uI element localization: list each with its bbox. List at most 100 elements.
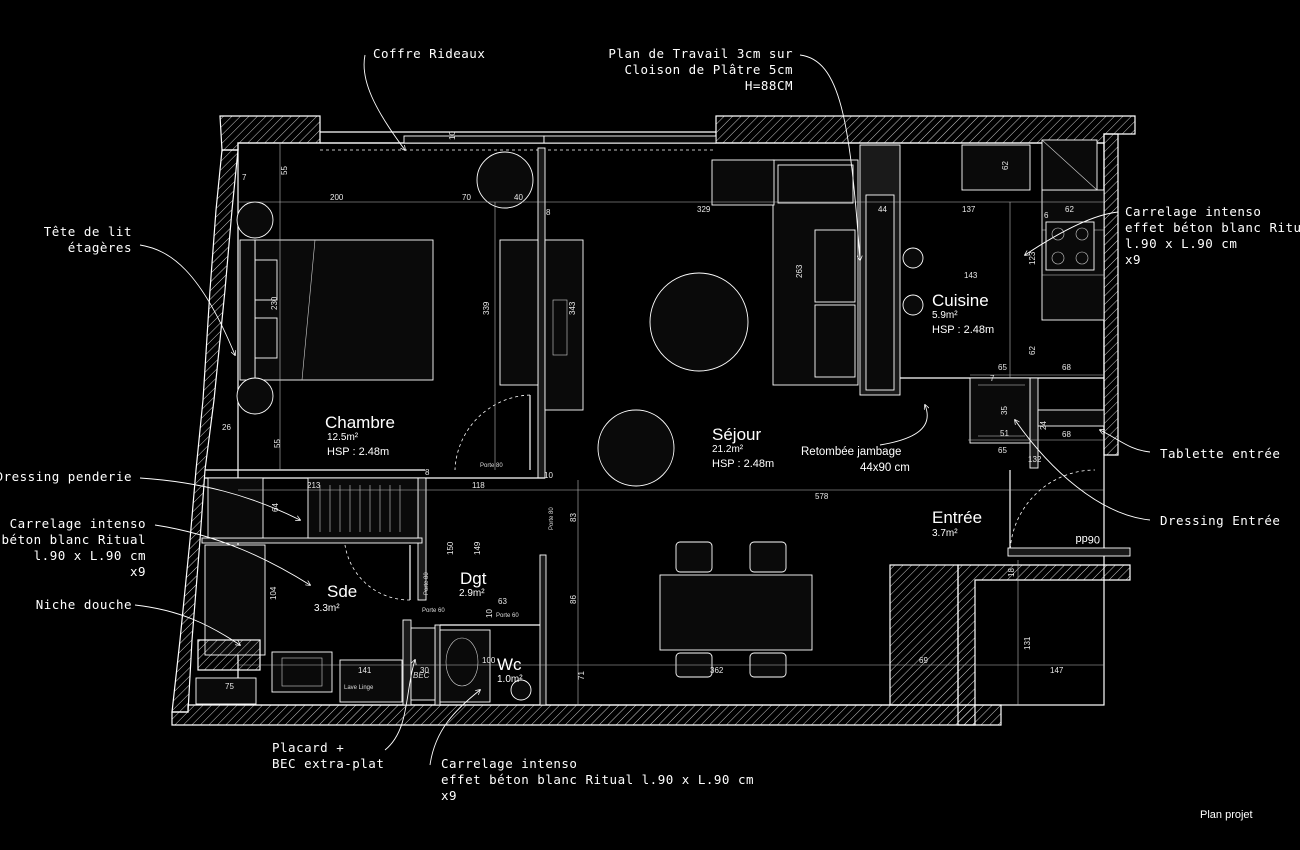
dim-40: 40	[514, 193, 523, 202]
dim-362: 362	[710, 666, 724, 675]
dimension-labels: 200 70 40 8 329 44 137 62 6 7 10 55 230 …	[222, 131, 1074, 691]
dim-100: 100	[482, 656, 496, 665]
annotation-carrelage-cuisine-2: effet béton blanc Ritual	[1125, 220, 1300, 235]
room-chambre-name: Chambre	[325, 413, 395, 432]
annotation-carrelage-sde-4: x9	[130, 564, 146, 579]
dim-10b: 10	[544, 471, 553, 480]
room-chambre-area: 12.5m²	[327, 432, 359, 443]
dim-329: 329	[697, 205, 711, 214]
dim-69: 69	[919, 656, 928, 665]
door-label-sde: Porte 80	[424, 572, 430, 595]
dim-10c: 10	[485, 609, 494, 618]
annotation-tablette-entree: Tablette entrée	[1160, 446, 1280, 461]
annotation-retombee-2: 44x90 cm	[860, 462, 910, 474]
dim-143: 143	[964, 271, 978, 280]
room-sejour-area: 21.2m²	[712, 444, 744, 455]
dim-7b: 7	[990, 374, 995, 383]
annotation-niche-douche: Niche douche	[36, 597, 132, 612]
annotation-dressing-entree: Dressing Entrée	[1160, 513, 1280, 528]
room-sde-name: Sde	[327, 582, 357, 601]
dim-70: 70	[462, 193, 471, 202]
door-tag: 06dd	[1076, 533, 1100, 545]
dim-75: 75	[225, 682, 234, 691]
room-sejour-hsp: HSP : 2.48m	[712, 458, 774, 470]
door-label-wc: Porte 60	[496, 613, 519, 619]
room-cuisine-hsp: HSP : 2.48m	[932, 324, 994, 336]
dim-118: 118	[472, 481, 485, 490]
dim-18: 18	[1007, 568, 1016, 577]
room-entree-name: Entrée	[932, 508, 982, 527]
annotation-coffre-rideaux: Coffre Rideaux	[373, 46, 485, 61]
annotation-carrelage-cuisine-4: x9	[1125, 252, 1141, 267]
dim-131: 131	[1023, 636, 1032, 650]
dim-132: 132	[1028, 455, 1042, 464]
annotation-carrelage-wc-2: effet béton blanc Ritual l.90 x L.90 cm	[441, 772, 754, 787]
footer-title: Plan projet	[1200, 809, 1253, 821]
annotation-carrelage-cuisine-3: l.90 x L.90 cm	[1125, 236, 1237, 251]
dim-8: 8	[546, 208, 551, 217]
dim-141: 141	[358, 666, 372, 675]
dim-339: 339	[482, 301, 491, 315]
dim-137: 137	[962, 205, 976, 214]
partitions	[201, 144, 1131, 706]
room-wc-name: Wc	[497, 655, 522, 674]
dim-213: 213	[307, 481, 321, 490]
dim-343: 343	[568, 301, 577, 315]
room-sejour-name: Séjour	[712, 425, 761, 444]
dim-63: 63	[498, 597, 507, 606]
room-labels: Chambre 12.5m² HSP : 2.48m Séjour 21.2m²…	[314, 291, 994, 685]
annotation-carrelage-sde-2: béton blanc Ritual	[2, 532, 146, 547]
doors	[344, 394, 531, 601]
dim-68b: 68	[1062, 430, 1071, 439]
annotation-carrelage-wc-1: Carrelage intenso	[441, 756, 577, 771]
annotation-dressing-penderie: Dressing penderie	[0, 469, 132, 484]
dim-71: 71	[577, 671, 586, 680]
item-labels: Lave Linge BEC Porte 80 Porte 80 Porte 8…	[344, 463, 1100, 691]
dim-263: 263	[795, 264, 804, 278]
dim-6: 6	[1044, 211, 1049, 220]
washing-machine-label: Lave Linge	[344, 685, 374, 691]
dim-147: 147	[1050, 666, 1064, 675]
room-chambre-hsp: HSP : 2.48m	[327, 446, 389, 458]
annotation-tete-lit-1: Tête de lit	[44, 224, 132, 239]
door-label-chambre: Porte 80	[480, 463, 503, 469]
dim-104: 104	[269, 586, 278, 600]
annotation-carrelage-sde-1: Carrelage intenso	[10, 516, 146, 531]
dim-65b: 65	[998, 446, 1007, 455]
room-cuisine-name: Cuisine	[932, 291, 989, 310]
door-label-sejour: Porte 80	[549, 507, 555, 530]
room-dgt-area: 2.9m²	[459, 588, 485, 599]
dim-62: 62	[1065, 205, 1074, 214]
dim-55: 55	[280, 166, 289, 175]
furniture	[195, 139, 1098, 706]
dim-65: 65	[998, 363, 1007, 372]
dim-51: 51	[1000, 429, 1009, 438]
room-entree-area: 3.7m²	[932, 528, 958, 539]
dim-24: 24	[1039, 421, 1048, 430]
bec-label: BEC	[413, 671, 430, 680]
annotation-carrelage-sde-3: l.90 x L.90 cm	[34, 548, 146, 563]
curtain-box	[320, 131, 717, 151]
annotation-plan-travail-1: Plan de Travail 3cm sur	[608, 46, 793, 61]
dim-26: 26	[222, 423, 231, 432]
dim-7: 7	[242, 173, 247, 182]
dim-230: 230	[270, 296, 279, 310]
annotation-tete-lit-2: étagères	[68, 240, 132, 255]
dim-44: 44	[878, 205, 887, 214]
dim-30: 30	[420, 666, 429, 675]
annotation-carrelage-wc-3: x9	[441, 788, 457, 803]
annotation-placard-1: Placard +	[272, 740, 344, 755]
room-cuisine-area: 5.9m²	[932, 310, 958, 321]
dim-62b: 62	[1001, 161, 1010, 170]
dim-149: 149	[473, 541, 482, 555]
dim-150: 150	[446, 541, 455, 555]
dim-55b: 55	[273, 439, 282, 448]
annotation-plan-travail-3: H=88CM	[745, 78, 793, 93]
dim-10: 10	[448, 131, 457, 140]
dim-123: 123	[1028, 251, 1037, 265]
room-sde-area: 3.3m²	[314, 603, 340, 614]
annotation-carrelage-cuisine-1: Carrelage intenso	[1125, 204, 1261, 219]
room-dgt-name: Dgt	[460, 569, 487, 588]
door-label-dgt: Porte 60	[422, 608, 445, 614]
dim-200: 200	[330, 193, 344, 202]
